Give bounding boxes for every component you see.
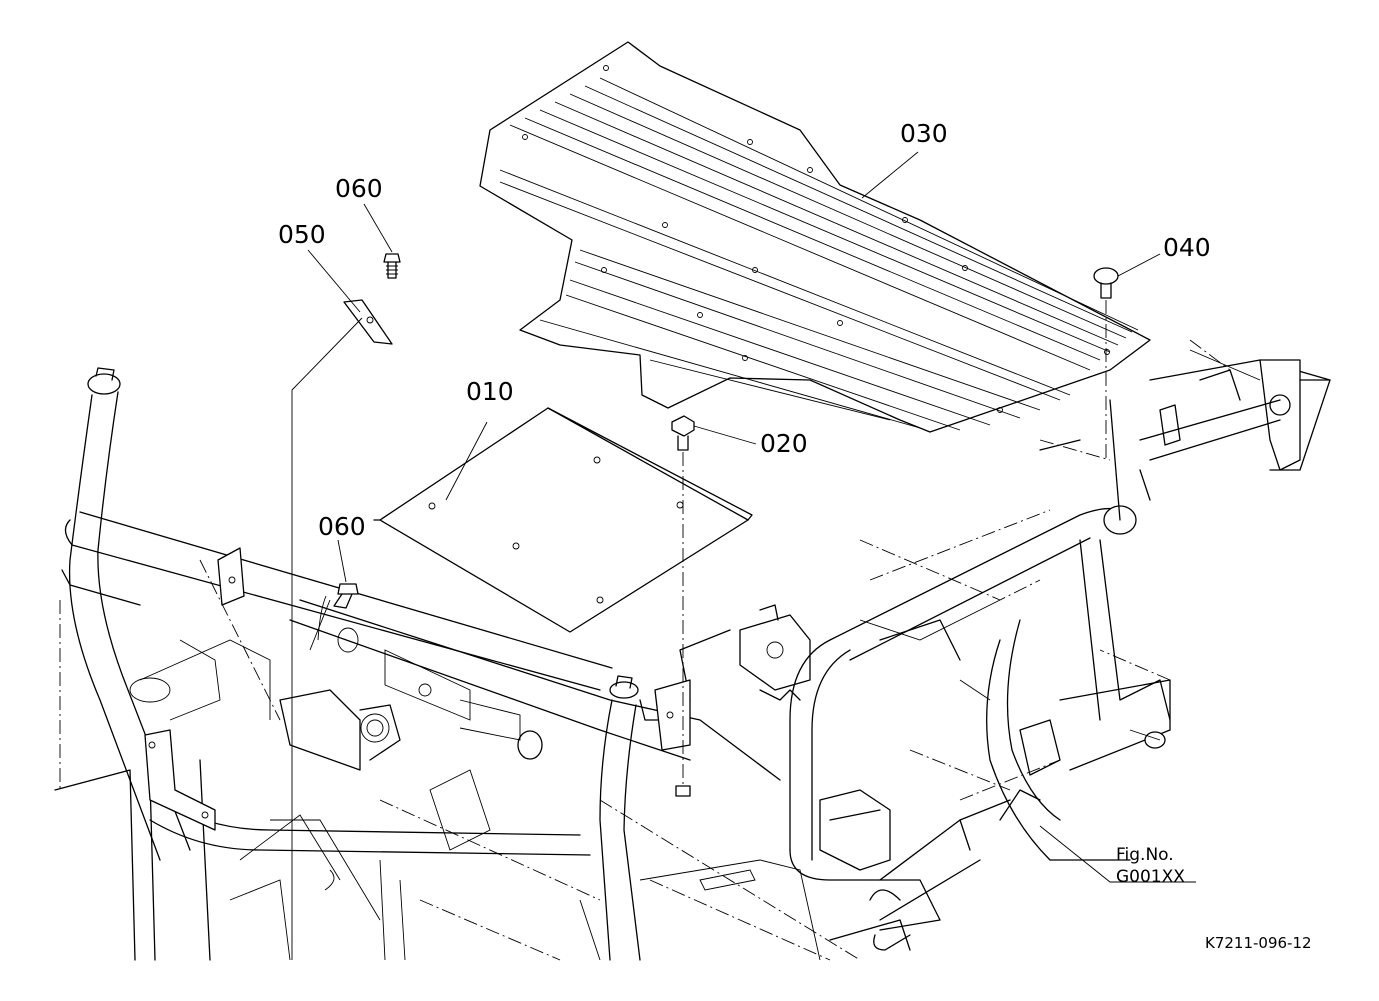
part-060-screw-bottom [309, 583, 359, 651]
callout-050: 050 [278, 220, 326, 249]
callout-020: 020 [760, 429, 808, 458]
callout-060-bottom: 060 [318, 512, 366, 541]
part-030-floor-mat [479, 41, 1151, 433]
figure-ref-label: Fig.No. [1116, 845, 1174, 865]
callout-060-top: 060 [335, 174, 383, 203]
callout-040: 040 [1163, 233, 1211, 262]
part-010-floor-plate [373, 407, 753, 633]
part-020-bolt [671, 415, 695, 797]
vehicle-frame [54, 339, 1331, 961]
part-050-plate [291, 299, 393, 960]
part-060-screw-top [383, 253, 401, 279]
part-040-clip [1093, 267, 1119, 460]
callout-030: 030 [900, 119, 948, 148]
leader-lines [307, 151, 1196, 883]
callout-010: 010 [466, 377, 514, 406]
drawing-code: K7211-096-12 [1205, 934, 1312, 952]
figure-ref-number: G001XX [1116, 867, 1185, 887]
